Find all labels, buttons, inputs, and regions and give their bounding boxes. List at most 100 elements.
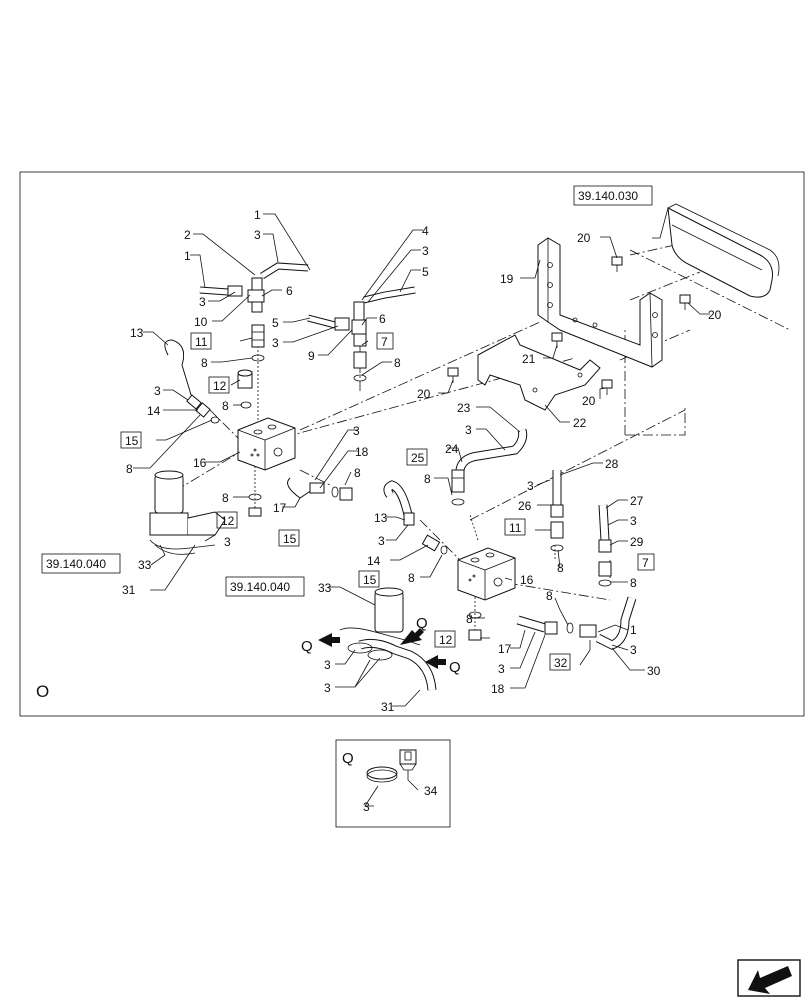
frame-label: O <box>36 682 49 701</box>
inset-item-b: 34 <box>424 784 438 798</box>
callout-17: 17 <box>498 642 512 656</box>
callout-33: 33 <box>138 558 152 572</box>
solenoid-valve-33-center <box>339 587 437 691</box>
callout-8: 8 <box>201 356 208 370</box>
view-arrow-icon <box>318 633 340 647</box>
callout-3: 3 <box>324 681 331 695</box>
boxed-callout-32: 32 <box>554 656 568 670</box>
callout-5: 5 <box>272 316 279 330</box>
callout-18: 18 <box>355 445 369 459</box>
view-arrow-icon <box>425 655 446 669</box>
callout-13: 13 <box>374 511 388 525</box>
view-marker-q: Q <box>301 638 313 655</box>
bolt-21 <box>551 332 563 348</box>
callout-33: 33 <box>318 581 332 595</box>
hose-30 <box>579 596 637 650</box>
callout-3: 3 <box>465 423 472 437</box>
callout-3: 3 <box>272 336 279 350</box>
support-bracket-22 <box>477 334 601 411</box>
bumper-part <box>629 203 791 331</box>
callout-10: 10 <box>194 315 208 329</box>
valve-block-16-left <box>237 417 296 471</box>
bolt-20-b <box>679 294 691 310</box>
callout-20: 20 <box>417 387 431 401</box>
callout-26: 26 <box>518 499 532 513</box>
callout-28: 28 <box>605 457 619 471</box>
next-page-arrow-icon[interactable] <box>737 959 801 997</box>
callout-3: 3 <box>630 643 637 657</box>
callout-8: 8 <box>557 561 564 575</box>
callout-3: 3 <box>254 228 261 242</box>
hose-28 <box>550 470 564 552</box>
boxed-callout-12: 12 <box>439 633 453 647</box>
callout-6: 6 <box>286 284 293 298</box>
plug-12-left <box>248 493 262 517</box>
hose-23 <box>451 428 528 506</box>
view-marker-q: Q <box>449 659 461 676</box>
callout-3: 3 <box>353 424 360 438</box>
callout-21: 21 <box>522 352 536 366</box>
hose-27 <box>598 504 612 587</box>
valve-block-16-center <box>457 547 516 601</box>
callout-4: 4 <box>422 224 429 238</box>
callout-3: 3 <box>498 662 505 676</box>
callout-3: 3 <box>199 295 206 309</box>
callout-9: 9 <box>308 349 315 363</box>
callout-3: 3 <box>154 384 161 398</box>
callout-8: 8 <box>222 399 229 413</box>
callout-22: 22 <box>573 416 587 430</box>
callout-24: 24 <box>445 442 459 456</box>
callout-3: 3 <box>527 479 534 493</box>
detail-inset-q: Q 3 34 <box>335 739 451 828</box>
hose-17-center <box>516 615 574 635</box>
diagram-frame <box>19 171 805 717</box>
hose-13-center <box>383 480 448 555</box>
callout-16: 16 <box>193 456 207 470</box>
boxed-callout-12: 12 <box>213 379 227 393</box>
inset-title: Q <box>342 750 354 767</box>
reference-boxes: 39.140.030 39.140.040 39.140.040 <box>41 185 653 597</box>
view-marker-q: Q <box>416 615 428 632</box>
mounting-bracket-19 <box>537 237 663 368</box>
callout-8: 8 <box>424 472 431 486</box>
callout-30: 30 <box>647 664 661 678</box>
callout-2: 2 <box>184 228 191 242</box>
callout-1: 1 <box>630 623 637 637</box>
callout-29: 29 <box>630 535 644 549</box>
callout-19: 19 <box>500 272 514 286</box>
boxed-callout-7: 7 <box>381 335 388 349</box>
solenoid-valve-33-left <box>149 470 226 555</box>
bolt-20-a <box>611 256 623 272</box>
callout-1: 1 <box>254 208 261 222</box>
callout-3: 3 <box>378 534 385 548</box>
boxed-callout-11: 11 <box>509 521 522 535</box>
callout-8: 8 <box>394 356 401 370</box>
callout-3: 3 <box>630 514 637 528</box>
boxed-callouts: 11 12 15 7 12 15 25 11 7 15 12 32 <box>120 332 655 671</box>
callout-17: 17 <box>273 501 287 515</box>
reference-left: 39.140.040 <box>46 557 106 571</box>
callout-1: 1 <box>184 249 191 263</box>
boxed-callout-15: 15 <box>283 532 297 546</box>
view-arrows <box>318 628 446 669</box>
callout-27: 27 <box>630 494 644 508</box>
fittings-top-left <box>199 262 309 409</box>
callout-16: 16 <box>520 573 534 587</box>
boxed-callout-25: 25 <box>411 451 425 465</box>
callout-8: 8 <box>630 576 637 590</box>
callout-8: 8 <box>126 462 133 476</box>
callout-31: 31 <box>381 700 395 714</box>
callout-5: 5 <box>422 265 429 279</box>
boxed-callout-12: 12 <box>221 514 235 528</box>
callout-8: 8 <box>222 491 229 505</box>
callout-18: 18 <box>491 682 505 696</box>
callout-20: 20 <box>708 308 722 322</box>
bolt-20-c <box>447 367 459 383</box>
callout-6: 6 <box>379 312 386 326</box>
view-arrow-icon <box>400 628 424 645</box>
callout-14: 14 <box>367 554 381 568</box>
clamp-ring-part <box>366 766 398 783</box>
callout-3: 3 <box>422 244 429 258</box>
